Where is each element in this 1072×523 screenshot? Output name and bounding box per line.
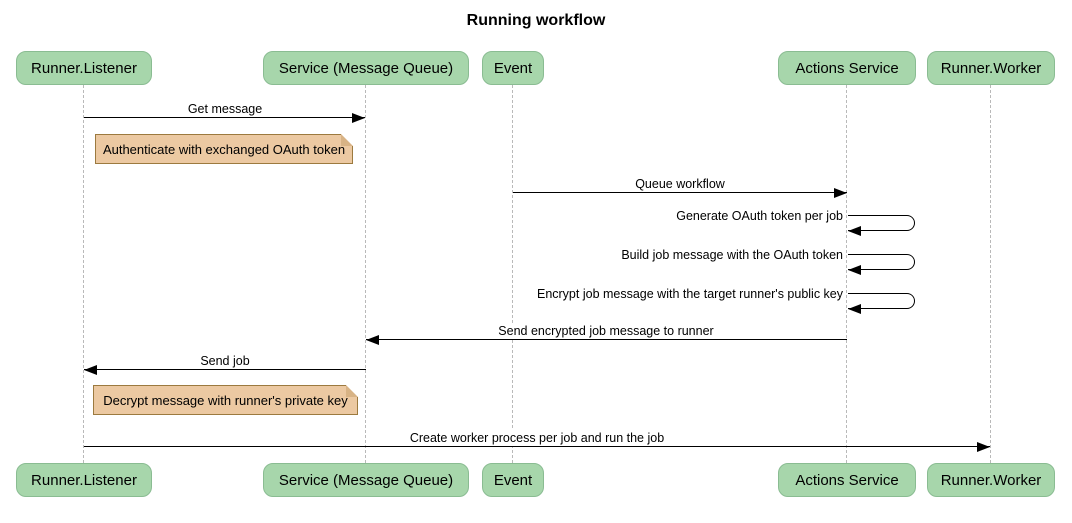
lifeline-event [512,85,513,463]
arrowhead-queue-workflow [834,188,847,198]
participant-service-queue-bottom: Service (Message Queue) [263,463,469,497]
participant-event-bottom: Event [482,463,544,497]
message-label-queue-workflow: Queue workflow [632,176,728,192]
message-label-get-message: Get message [184,101,266,117]
arrowhead-send-job [84,365,97,375]
self-message-label-build-job: Build job message with the OAuth token [621,248,843,262]
lifeline-runner-listener [83,85,84,463]
lifeline-runner-worker [990,85,991,463]
arrowhead-send-encrypted [366,335,379,345]
participant-runner-worker-top: Runner.Worker [927,51,1055,85]
diagram-title: Running workflow [466,12,606,29]
note-authenticate: Authenticate with exchanged OAuth token [95,134,353,164]
lifeline-service-message-queue [365,85,366,463]
arrowhead-create-worker [977,442,990,452]
self-message-label-encrypt-job: Encrypt job message with the target runn… [536,287,843,301]
message-label-send-encrypted: Send encrypted job message to runner [495,323,717,339]
participant-actions-service-top: Actions Service [778,51,916,85]
self-message-loop-generate-token [848,215,915,231]
message-line-create-worker [84,446,990,447]
participant-runner-listener-bottom: Runner.Listener [16,463,152,497]
message-line-queue-workflow [513,192,847,193]
arrowhead-build-job [848,265,861,275]
participant-service-queue-top: Service (Message Queue) [263,51,469,85]
arrowhead-get-message [352,113,365,123]
participant-runner-listener-top: Runner.Listener [16,51,152,85]
note-decrypt: Decrypt message with runner's private ke… [93,385,358,415]
arrowhead-generate-token [848,226,861,236]
message-label-send-job: Send job [197,353,253,369]
self-message-loop-build-job [848,254,915,270]
self-message-label-generate-token: Generate OAuth token per job [676,209,843,223]
message-line-send-job [84,369,366,370]
message-line-send-encrypted [366,339,847,340]
participant-runner-worker-bottom: Runner.Worker [927,463,1055,497]
participant-event-top: Event [482,51,544,85]
self-message-loop-encrypt-job [848,293,915,309]
lifeline-actions-service [846,85,847,463]
message-line-get-message [84,117,365,118]
message-label-create-worker: Create worker process per job and run th… [406,430,668,446]
participant-actions-service-bottom: Actions Service [778,463,916,497]
arrowhead-encrypt-job [848,304,861,314]
